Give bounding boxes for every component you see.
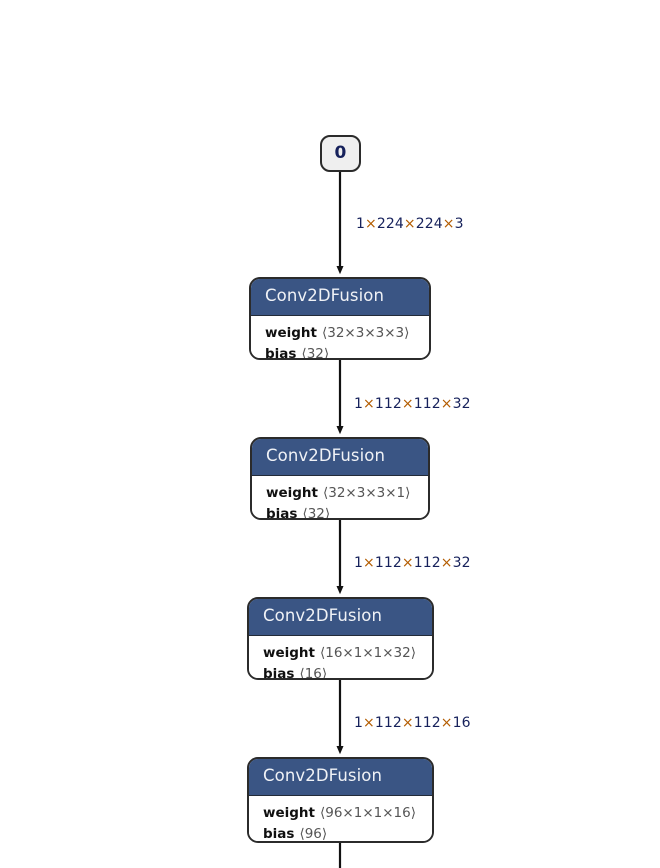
- op-node-1-attributes: weight⟨32×3×3×1⟩ bias ⟨32⟩: [252, 475, 428, 520]
- op-node-3-attributes: weight⟨96×1×1×16⟩ bias⟨96⟩: [249, 795, 432, 842]
- attribute-name: weight: [266, 484, 318, 501]
- op-node-3[interactable]: Conv2DFusion weight⟨96×1×1×16⟩ bias⟨96⟩: [247, 757, 434, 843]
- attribute-value: ⟨96⟩: [299, 825, 328, 842]
- attribute-row: weight⟨32×3×3×1⟩: [266, 483, 428, 504]
- attribute-value: ⟨32×3×3×1⟩: [322, 484, 411, 501]
- attribute-name: weight: [263, 804, 315, 821]
- attribute-row: weight⟨96×1×1×16⟩: [263, 803, 432, 824]
- attribute-name: bias: [263, 665, 295, 680]
- op-node-2-type: Conv2DFusion: [249, 599, 432, 636]
- attribute-row: bias ⟨32⟩: [265, 344, 429, 360]
- edge-label-text: 1×112×112×32: [354, 396, 471, 412]
- attribute-row: weight⟨16×1×1×32⟩: [263, 643, 432, 664]
- attribute-value: ⟨16×1×1×32⟩: [319, 644, 416, 661]
- op-node-2[interactable]: Conv2DFusion weight⟨16×1×1×32⟩ bias ⟨16⟩: [247, 597, 434, 680]
- input-node-0[interactable]: 0: [320, 135, 361, 172]
- op-node-1-type: Conv2DFusion: [252, 439, 428, 476]
- attribute-value: ⟨32×3×3×3⟩: [321, 324, 410, 341]
- attribute-name: weight: [265, 324, 317, 341]
- op-node-3-type: Conv2DFusion: [249, 759, 432, 796]
- op-node-0-attributes: weight⟨32×3×3×3⟩ bias ⟨32⟩: [251, 315, 429, 360]
- op-node-2-attributes: weight⟨16×1×1×32⟩ bias ⟨16⟩: [249, 635, 432, 680]
- attribute-name: weight: [263, 644, 315, 661]
- input-node-label: 0: [334, 143, 347, 163]
- edge-label-text: 1×224×224×3: [356, 216, 464, 232]
- attribute-row: bias⟨96⟩: [263, 824, 432, 842]
- attribute-value: ⟨32⟩: [302, 505, 331, 520]
- edge-label-conv2-to-conv3: 1×112×112×32: [354, 556, 471, 570]
- attribute-row: bias ⟨16⟩: [263, 664, 432, 680]
- attribute-row: bias ⟨32⟩: [266, 504, 428, 520]
- edge-label-text: 1×112×112×32: [354, 555, 471, 571]
- attribute-name: bias: [263, 825, 295, 842]
- attribute-value: ⟨16⟩: [299, 665, 328, 680]
- edge-label-conv1-to-conv2: 1×112×112×32: [354, 397, 471, 411]
- edge-label-text: 1×112×112×16: [354, 715, 471, 731]
- attribute-name: bias: [266, 505, 298, 520]
- attribute-value: ⟨32⟩: [301, 345, 330, 360]
- op-node-0-type: Conv2DFusion: [251, 279, 429, 316]
- edge-label-conv3-to-conv4: 1×112×112×16: [354, 716, 471, 730]
- attribute-row: weight⟨32×3×3×3⟩: [265, 323, 429, 344]
- op-node-0[interactable]: Conv2DFusion weight⟨32×3×3×3⟩ bias ⟨32⟩: [249, 277, 431, 360]
- attribute-value: ⟨96×1×1×16⟩: [319, 804, 416, 821]
- edge-label-input-to-conv1: 1×224×224×3: [356, 217, 464, 231]
- op-node-1[interactable]: Conv2DFusion weight⟨32×3×3×1⟩ bias ⟨32⟩: [250, 437, 430, 520]
- attribute-name: bias: [265, 345, 297, 360]
